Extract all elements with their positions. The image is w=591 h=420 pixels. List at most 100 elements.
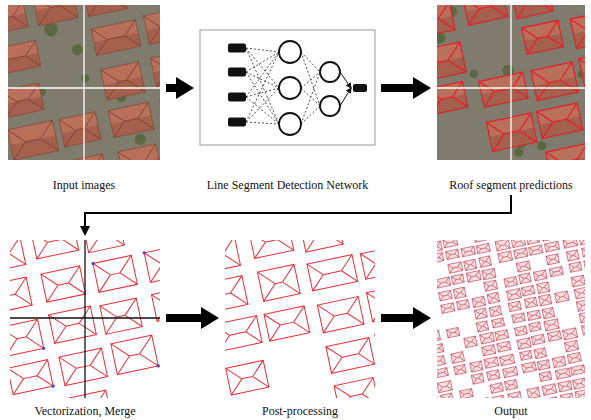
roof-ridge	[564, 368, 569, 373]
roof-ridge	[489, 337, 495, 343]
roof-ridge	[580, 394, 584, 396]
roof-ridge	[531, 336, 536, 341]
roof-ridge	[457, 262, 462, 267]
roof-ridge	[437, 382, 443, 388]
roof-ridge	[44, 285, 61, 302]
roof	[499, 354, 514, 366]
roof-ridge	[445, 42, 463, 60]
roof-ridge	[505, 381, 510, 386]
roof-ridge	[479, 6, 491, 9]
roof-ridge	[482, 270, 487, 275]
roof-ridge	[582, 287, 585, 293]
roof	[516, 261, 530, 272]
roof-ridge	[516, 113, 534, 131]
roof-ridge	[578, 383, 581, 385]
roof-ridge	[518, 344, 524, 350]
roof-ridge	[513, 281, 518, 286]
roof-outline	[360, 244, 375, 279]
roof	[574, 287, 585, 299]
roof-ridge	[58, 283, 69, 285]
roof	[143, 8, 160, 44]
roof	[505, 379, 518, 390]
roof-outline	[574, 287, 585, 299]
roof-ridge	[500, 361, 505, 366]
roof-ridge	[447, 333, 452, 338]
roof	[443, 240, 458, 248]
roof-ridge	[334, 383, 351, 398]
roof-outline	[547, 331, 561, 342]
roof-ridge	[525, 265, 530, 270]
roof	[519, 273, 532, 284]
roof	[466, 270, 481, 282]
roof	[360, 244, 375, 279]
roof	[49, 306, 97, 343]
roof	[524, 297, 537, 308]
roof-ridge	[555, 297, 561, 303]
roof-ridge	[466, 251, 471, 252]
panel-caption: Roof segment predictions	[437, 178, 585, 192]
roof-ridge	[481, 339, 487, 345]
roof-ridge	[516, 263, 521, 268]
roof	[437, 253, 444, 264]
roof-ridge	[531, 68, 549, 86]
input-unit	[228, 44, 246, 53]
roof-outline	[545, 397, 558, 398]
roof	[522, 20, 564, 54]
roof	[564, 340, 578, 352]
roof	[541, 240, 554, 241]
roof-ridge	[459, 390, 464, 395]
roof-ridge	[490, 311, 495, 316]
roof-ridge	[477, 361, 482, 366]
roof-ridge	[577, 280, 580, 282]
roof-ridge	[310, 275, 326, 291]
roof-ridge	[556, 374, 561, 379]
roof-ridge	[521, 317, 526, 322]
roof-ridge	[69, 280, 86, 297]
roof	[326, 338, 375, 374]
roof-ridge	[533, 250, 538, 251]
roof-ridge	[448, 57, 466, 75]
roof-ridge	[347, 310, 364, 327]
roof	[537, 282, 550, 294]
roof	[579, 312, 585, 323]
roof-ridge	[486, 247, 491, 252]
roof	[437, 241, 443, 253]
roof-shade	[437, 16, 455, 38]
roof-ridge	[527, 367, 532, 368]
roof-outline	[108, 102, 154, 137]
roof-ridge	[513, 318, 518, 323]
roof-ridge	[11, 142, 29, 160]
roof-ridge	[437, 257, 439, 259]
roof-shade	[437, 57, 466, 80]
roof-outline	[437, 344, 444, 355]
roof-ridge	[317, 302, 334, 319]
roof-ridge	[552, 335, 556, 337]
roof-ridge	[517, 339, 523, 345]
roof-ridge	[465, 304, 470, 309]
roof-outline	[529, 322, 541, 332]
roof	[438, 290, 452, 301]
roof-ridge	[459, 356, 465, 362]
roof-outline	[484, 357, 499, 369]
roof-ridge	[10, 379, 26, 395]
roof-ridge	[534, 240, 539, 243]
roof-shade	[539, 116, 583, 138]
tile-seam	[8, 87, 160, 88]
roof-ridge	[538, 249, 543, 254]
roof	[437, 330, 441, 342]
roof-ridge	[490, 349, 495, 354]
roof-shade	[582, 64, 585, 87]
roof-ridge	[530, 302, 533, 304]
dashed-link	[301, 52, 320, 72]
roof	[83, 5, 127, 17]
roof-outline	[527, 387, 540, 398]
roof-shade	[8, 53, 41, 75]
panel-ground	[437, 240, 585, 398]
roof-outline	[570, 11, 585, 49]
roof	[225, 276, 248, 313]
roof-ridge	[545, 247, 550, 252]
roof-ridge	[493, 297, 494, 298]
roof-ridge	[504, 131, 519, 134]
roof-outline	[569, 262, 582, 273]
roof-ridge	[464, 338, 470, 344]
